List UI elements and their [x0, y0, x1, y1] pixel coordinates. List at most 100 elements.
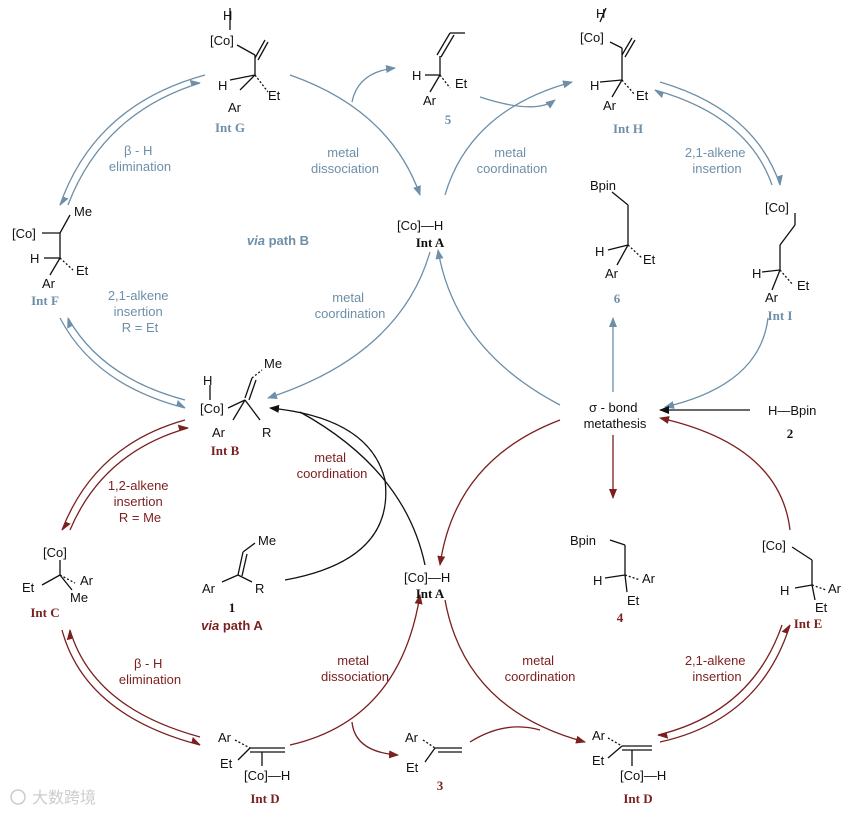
atom-h: H: [30, 251, 39, 266]
atom-co: [Co]: [580, 30, 604, 45]
label-6: 6: [614, 291, 621, 306]
arrow-metathesis-to-inta-bottom: [440, 420, 560, 565]
atom-ar: Ar: [423, 93, 437, 108]
molecule-int-a-bottom: [Co]—H: [404, 570, 450, 585]
step-beta-h-top: β - H elimination: [109, 143, 171, 174]
label-int-e: Int E: [794, 616, 823, 631]
step-21-alkene-left: 2,1-alkene insertion R = Et: [108, 288, 172, 335]
atom-et: Et: [220, 756, 233, 771]
step-metal-dissoc-top: metal dissociation: [311, 145, 379, 176]
atom-et: Et: [815, 600, 828, 615]
atom-co-h: [Co]—H: [404, 570, 450, 585]
step-sigma-bond: σ - bond metathesis: [584, 400, 647, 431]
atom-ar: Ar: [405, 730, 419, 745]
step-metal-coord-center: metal coordination: [297, 450, 368, 481]
arrow-intg-to-5: [352, 68, 395, 102]
atom-bpin: Bpin: [570, 533, 596, 548]
molecule-int-a-top: [Co]—H: [397, 218, 443, 233]
arrow-5-to-inth: [480, 97, 555, 107]
atom-ar: Ar: [765, 290, 779, 305]
atom-ar: Ar: [642, 571, 656, 586]
atom-et: Et: [592, 753, 605, 768]
atom-ar: Ar: [212, 425, 226, 440]
atom-me: Me: [74, 204, 92, 219]
atom-h: H: [412, 68, 421, 83]
atom-et: Et: [76, 263, 89, 278]
atom-ar: Ar: [42, 276, 56, 291]
molecule-int-d-left: Ar Et [Co]—H: [218, 730, 290, 783]
molecule-5: H Et Ar: [412, 33, 468, 108]
atom-h: H: [218, 78, 227, 93]
via-path-a: via path A: [201, 618, 263, 633]
molecule-int-c: [Co] Et Ar Me: [22, 545, 94, 605]
arrow-intg-to-intf: [60, 75, 205, 205]
atom-co: [Co]: [12, 226, 36, 241]
molecule-int-e: [Co] H Ar Et: [762, 538, 842, 615]
arrow-intc-to-intd: [62, 630, 200, 745]
molecule-6: Bpin H Et Ar: [590, 178, 656, 281]
atom-ar: Ar: [603, 98, 617, 113]
label-int-d-left: Int D: [250, 791, 279, 806]
arrow-inti-to-metathesis: [665, 318, 768, 407]
arrow-3-to-intd: [470, 727, 540, 742]
atom-co: [Co]: [200, 401, 224, 416]
watermark: 大数跨境: [11, 788, 96, 807]
label-int-a-bottom: Int A: [416, 586, 445, 601]
via-path-b: via path B: [247, 233, 309, 248]
atom-et: Et: [455, 76, 468, 91]
watermark-logo-icon: [11, 790, 25, 804]
atom-et: Et: [797, 278, 810, 293]
label-int-c: Int C: [30, 605, 59, 620]
step-metal-dissoc-bottom: metal dissociation: [321, 653, 389, 684]
step-beta-h-bottom: β - H elimination: [119, 656, 181, 687]
label-int-f: Int F: [31, 293, 59, 308]
label-int-b: Int B: [211, 443, 240, 458]
atom-co: [Co]: [210, 33, 234, 48]
atom-h: H: [203, 373, 212, 388]
step-metal-coord-mid: metal coordination: [315, 290, 386, 321]
molecule-int-g: H [Co] H Et Ar: [210, 8, 281, 115]
step-metal-coord-top: metal coordination: [477, 145, 548, 176]
label-5: 5: [445, 112, 452, 127]
atom-h: H: [780, 583, 789, 598]
atom-h: H: [752, 266, 761, 281]
atom-et: Et: [643, 252, 656, 267]
atom-et: Et: [22, 580, 35, 595]
atom-et: Et: [406, 760, 419, 775]
step-metal-coord-bottom: metal coordination: [505, 653, 576, 684]
atom-bpin: Bpin: [590, 178, 616, 193]
label-int-h: Int H: [613, 121, 643, 136]
atom-h: H: [595, 244, 604, 259]
arrow-1-to-intb: [270, 408, 386, 580]
arrow-inta-bottom-to-intb: [300, 412, 425, 565]
reagent-h-bpin: H—Bpin: [768, 403, 816, 418]
molecule-int-f: [Co] Me H Et Ar: [12, 204, 92, 291]
atom-r: R: [255, 581, 264, 596]
atom-me: Me: [264, 356, 282, 371]
step-21-alkene-top-right: 2,1-alkene insertion: [685, 145, 749, 176]
molecule-3: Ar Et: [405, 730, 462, 775]
atom-et: Et: [636, 88, 649, 103]
arrow-inte-to-metathesis: [660, 418, 790, 530]
arrow-inta-to-inth: [445, 82, 572, 195]
atom-h: H: [590, 78, 599, 93]
label-3: 3: [437, 778, 444, 793]
arrow-metathesis-to-inta: [438, 250, 560, 405]
step-12-alkene: 1,2-alkene insertion R = Me: [108, 478, 172, 525]
atom-ar: Ar: [605, 266, 619, 281]
atom-me: Me: [70, 590, 88, 605]
atom-co-h: [Co]—H: [244, 768, 290, 783]
atom-me: Me: [258, 533, 276, 548]
atom-ar: Ar: [828, 581, 842, 596]
intermediate-labels: Int G 5 Int H Int F Int A 6 Int I Int B …: [30, 112, 822, 806]
atom-ar: Ar: [202, 581, 216, 596]
label-int-i: Int I: [768, 308, 793, 323]
molecule-4: Bpin H Ar Et: [570, 533, 656, 608]
atom-co-h: [Co]—H: [397, 218, 443, 233]
atom-h: H: [596, 6, 605, 21]
atom-co: [Co]: [762, 538, 786, 553]
atom-co: [Co]: [765, 200, 789, 215]
atom-et: Et: [268, 88, 281, 103]
